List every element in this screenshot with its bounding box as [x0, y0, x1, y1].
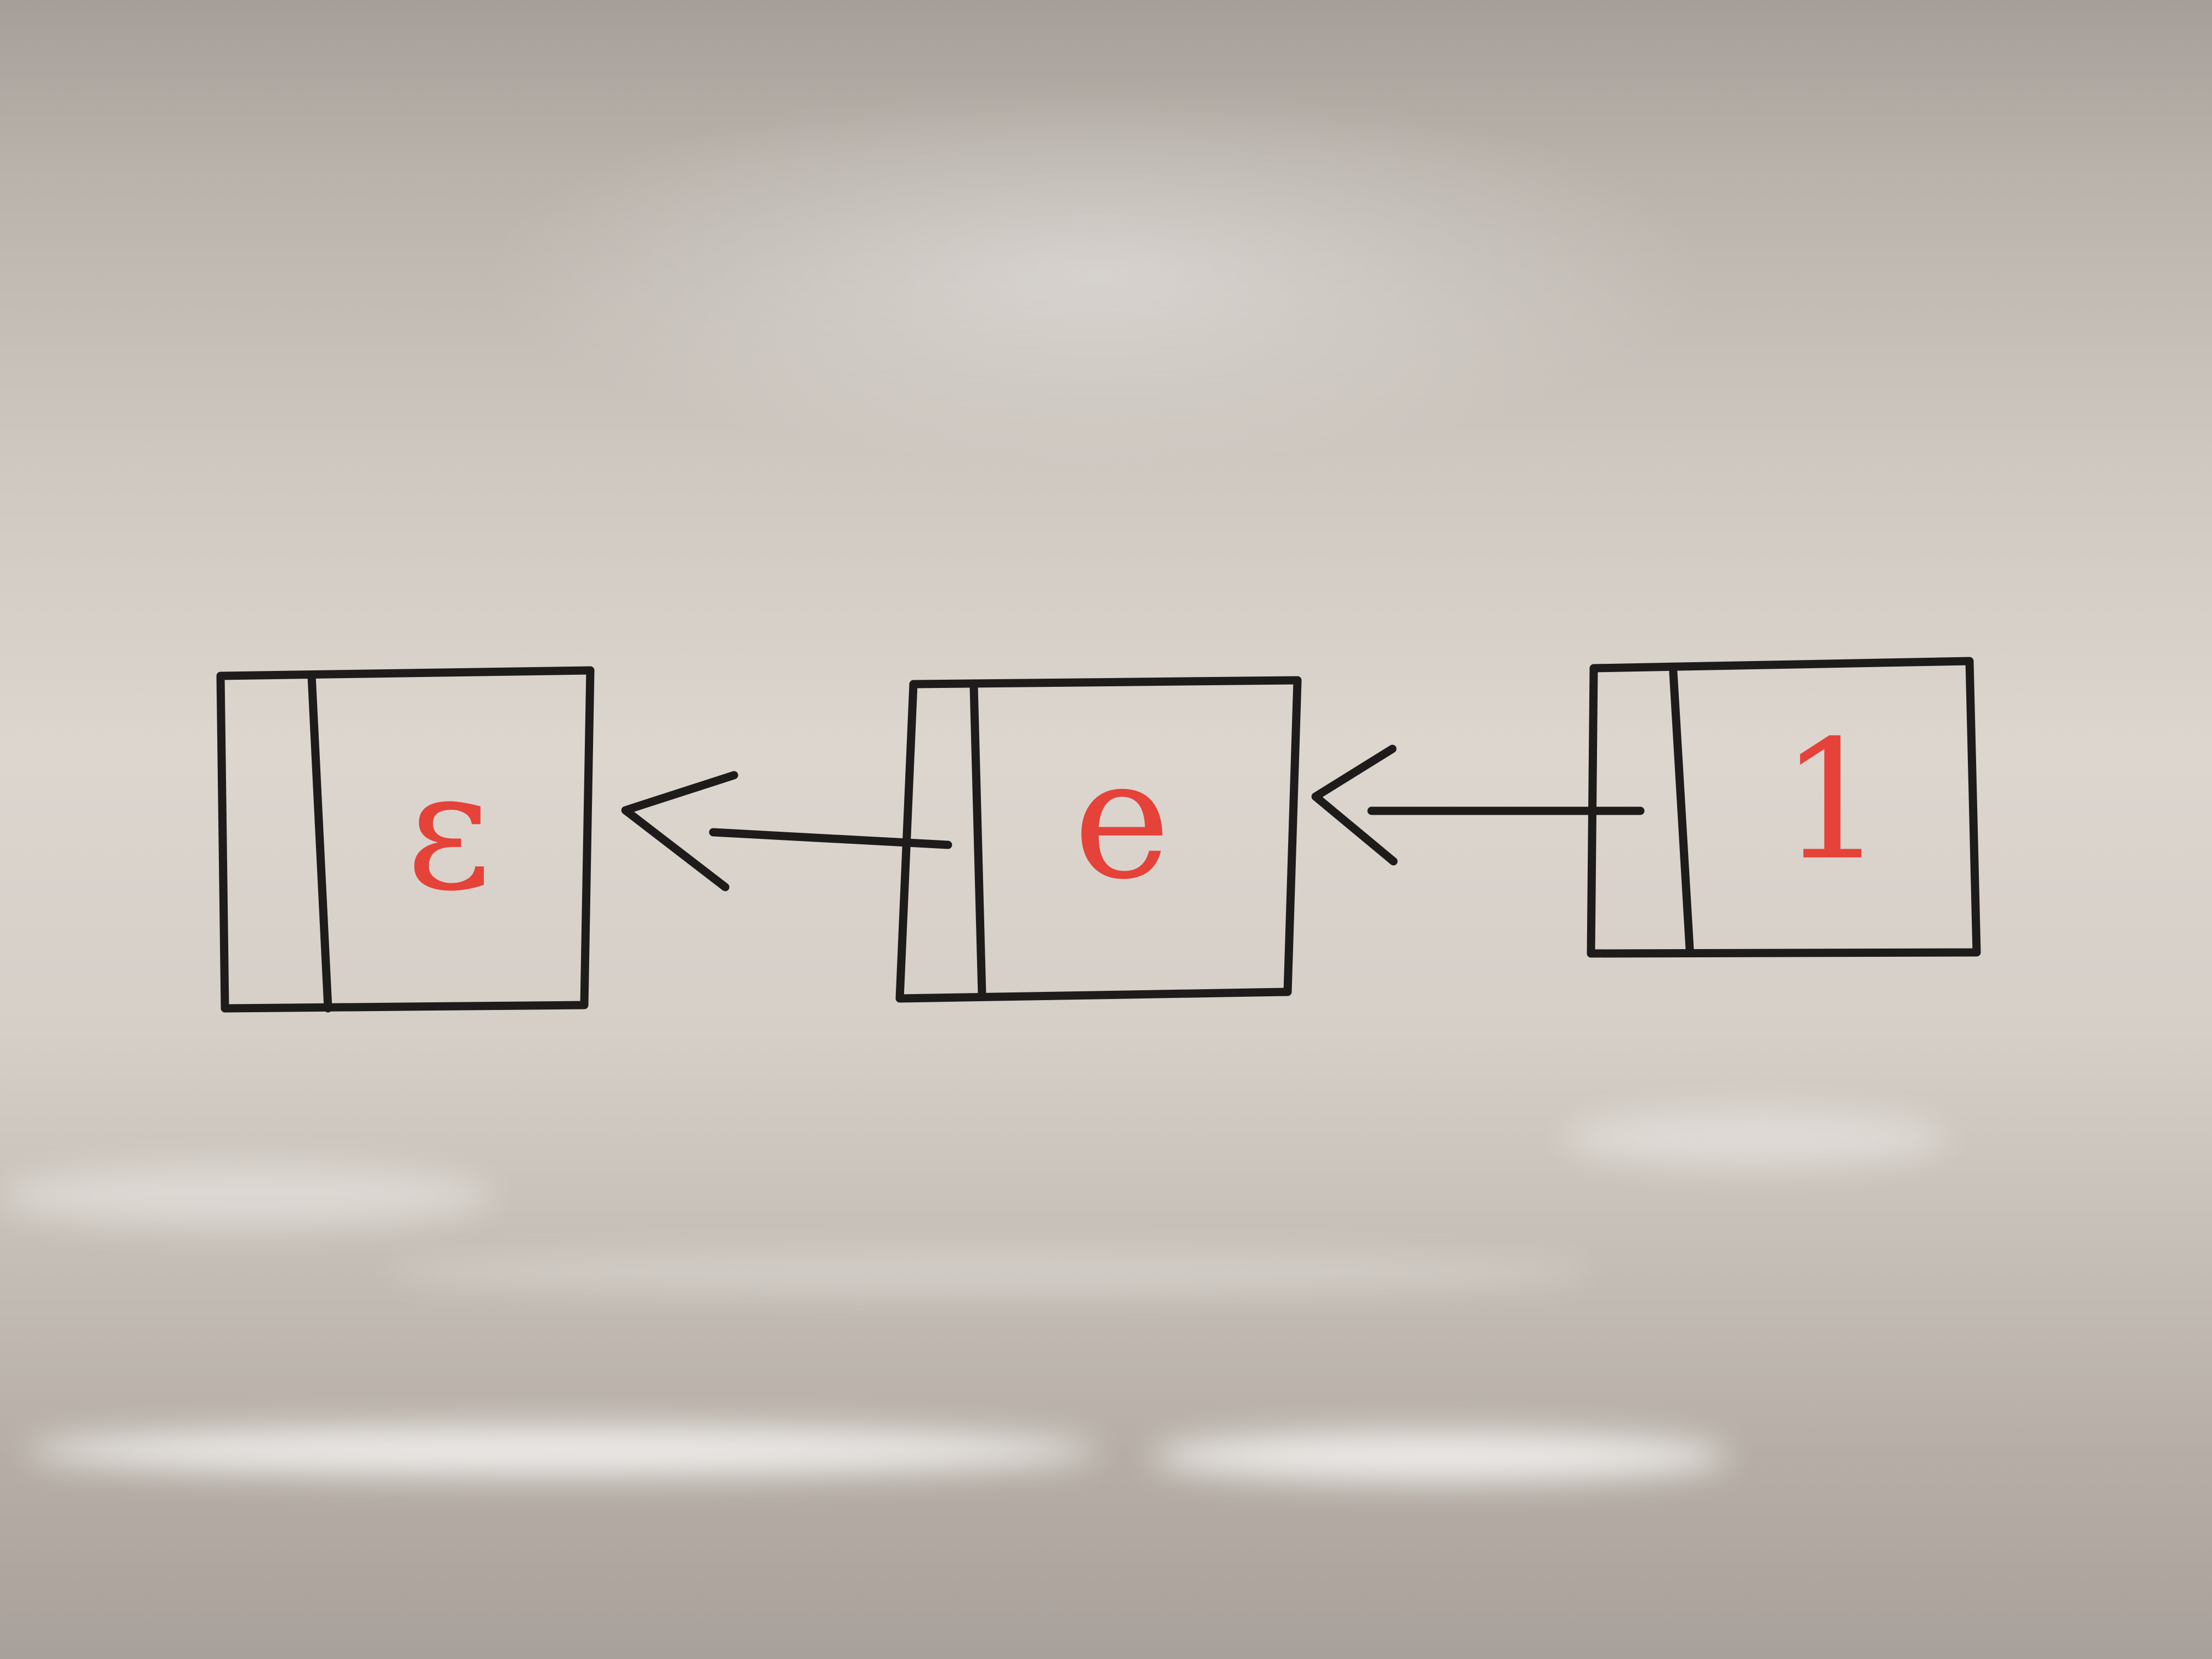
node-box [1587, 657, 1981, 958]
arrowhead [1311, 744, 1398, 866]
node-box [895, 676, 1302, 1003]
node-value: e [1073, 724, 1171, 916]
linked-list-node: ε [216, 666, 595, 1013]
linked-list-node: 1 [1587, 657, 1981, 958]
light-reflection [1152, 1432, 1728, 1481]
pointer-arrow [1311, 744, 1645, 866]
node-pointer-divider [969, 681, 986, 998]
arrow-shaft [709, 828, 952, 849]
node-value: ε [406, 735, 491, 927]
linked-list-node: e [895, 676, 1302, 1003]
pointer-arrow [621, 771, 952, 891]
arrowhead [621, 771, 738, 891]
light-reflection [0, 1163, 494, 1229]
node-value: 1 [1780, 705, 1885, 896]
node-pointer-divider [1669, 668, 1694, 953]
node-pointer-divider [307, 672, 332, 1013]
node-box [216, 666, 595, 1013]
light-reflection [384, 1251, 1591, 1295]
light-reflection [1564, 1108, 1948, 1169]
light-reflection [27, 1426, 1097, 1476]
